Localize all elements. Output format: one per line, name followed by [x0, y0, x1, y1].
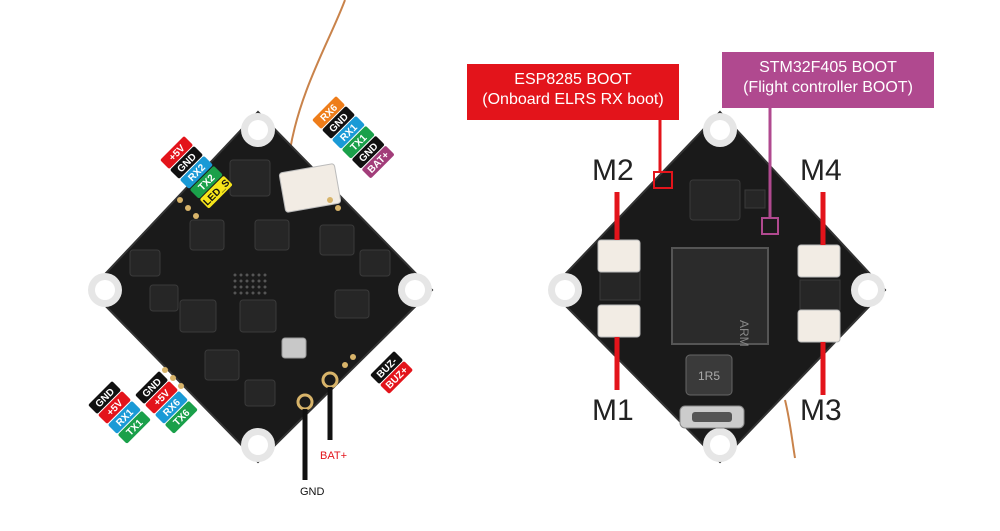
pin-tag-bg — [118, 411, 151, 444]
m4-connector — [797, 244, 841, 278]
pin-tag-bg — [170, 146, 203, 179]
pin-tag-bg — [380, 361, 413, 394]
pin-tag-bg — [370, 351, 403, 384]
motor-connectors — [597, 239, 841, 343]
pin-tag-bg — [342, 126, 375, 159]
inductor-marking: 1R5 — [698, 369, 720, 383]
esp8285-boot-callout: ESP8285 BOOT (Onboard ELRS RX boot) — [467, 64, 679, 120]
m1-label: M1 — [592, 394, 634, 427]
stm-callout-line1: STM32F405 BOOT — [759, 59, 897, 76]
inductor — [685, 354, 733, 396]
pin-tag-bg — [160, 136, 193, 169]
right-antenna-wire — [784, 399, 796, 459]
m3-label: M3 — [800, 394, 842, 427]
right-flight-board: ARM 1R5 M2 M1 — [548, 104, 887, 464]
pin-tag-bg — [88, 381, 121, 414]
gnd-label: GND — [300, 486, 325, 498]
m2-label: M2 — [592, 154, 634, 187]
m2-connector — [597, 239, 641, 273]
stm32-boot-callout: STM32F405 BOOT (Flight controller BOOT) — [722, 52, 934, 108]
pin-tag-bg — [322, 106, 355, 139]
stm32-mcu — [671, 247, 769, 345]
left-flight-board: GND BAT+ — [88, 0, 434, 498]
left-sensor — [281, 337, 307, 359]
m3-connector — [797, 309, 841, 343]
right-board-chips — [599, 179, 841, 311]
pin-tag-bg — [190, 166, 223, 199]
pin-tag-bg — [362, 146, 394, 178]
m4-label: M4 — [800, 154, 842, 187]
buzzer-pin-tags: BUZ-BUZ+ — [370, 351, 413, 394]
left-white-connector — [278, 163, 342, 213]
pin-tag-bg — [312, 96, 345, 129]
pin-tag-bg — [352, 136, 385, 168]
antenna-wire — [289, 0, 346, 151]
left-mount-holes — [88, 113, 432, 462]
right-mount-holes — [548, 113, 885, 462]
pin-tag-bg — [200, 176, 233, 208]
pin-tag-bg — [135, 371, 168, 404]
mcu-marking: ARM — [737, 320, 751, 347]
esp-callout-line1: ESP8285 BOOT — [514, 71, 632, 88]
m1-connector — [597, 304, 641, 338]
bat-plus-label: BAT+ — [320, 450, 347, 462]
pin-tag-bg — [108, 401, 141, 434]
pin-tag-bg — [165, 401, 198, 434]
left-gold-pads — [162, 197, 356, 411]
pin-tag-bg — [155, 391, 188, 424]
pin-tag-bg — [145, 381, 178, 414]
esp8285-boot-button[interactable] — [653, 171, 673, 189]
left-bga-grid — [233, 273, 267, 295]
pin-tag-bg — [180, 156, 213, 189]
esp-callout-line2: (Onboard ELRS RX boot) — [482, 91, 664, 108]
left-board-chips — [129, 159, 391, 407]
stm-callout-line2: (Flight controller BOOT) — [743, 79, 913, 96]
pin-tag-bg — [332, 116, 365, 149]
pin-tag-bg — [98, 391, 131, 424]
